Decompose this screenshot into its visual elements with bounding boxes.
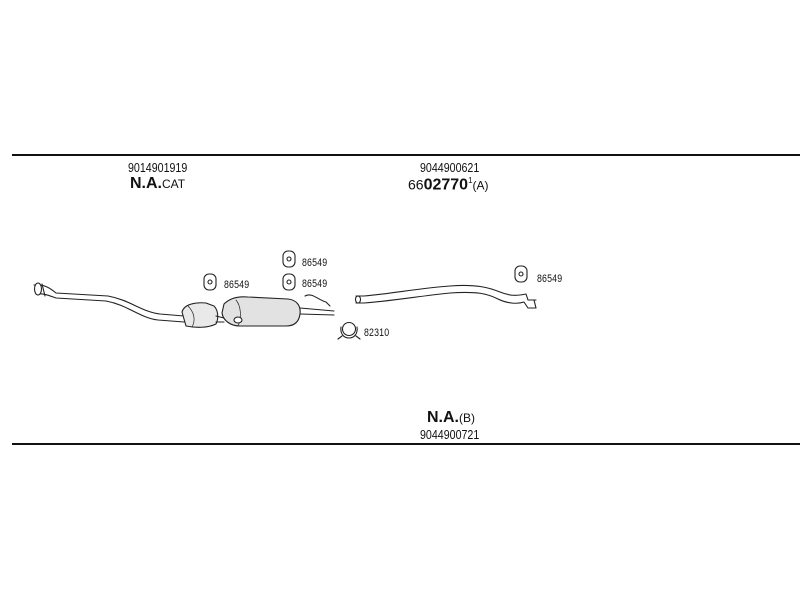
front-pipe: [33, 282, 185, 323]
reference-bottom: N.A.(B): [427, 410, 475, 426]
reference-front-code: N.A.: [130, 175, 162, 192]
reference-bottom-code: N.A.: [427, 409, 459, 426]
reference-front: N.A.CAT: [130, 176, 185, 192]
clamp-label: 82310: [364, 327, 390, 339]
hanger-label-4: 86549: [537, 273, 563, 285]
reference-rear-suffix: (A): [472, 178, 489, 193]
reference-rear-prefix: 66: [408, 176, 424, 193]
top-divider: [12, 154, 800, 156]
middle-silencer: [221, 294, 335, 327]
rear-pipe: [354, 284, 537, 309]
part-number-rear: 9044900621: [420, 160, 480, 175]
catalytic-converter: [181, 302, 225, 328]
part-number-bottom: 9044900721: [420, 427, 480, 442]
reference-bottom-suffix: (B): [459, 411, 475, 425]
reference-rear-code: 02770: [423, 176, 469, 194]
reference-rear-superscript: 1: [468, 176, 473, 185]
hanger-label-2: 86549: [302, 257, 328, 269]
hanger-label-3: 86549: [302, 278, 328, 290]
bottom-divider: [12, 443, 800, 445]
reference-rear: 66027701(A): [408, 177, 489, 193]
hanger-icon-1: [203, 273, 217, 291]
part-number-front: 9014901919: [128, 160, 188, 175]
hanger-icon-3: [282, 273, 296, 291]
reference-front-suffix: CAT: [162, 177, 186, 191]
hanger-icon-2: [282, 250, 296, 268]
hanger-icon-4: [514, 265, 528, 283]
clamp-icon: [337, 321, 361, 340]
hanger-label-1: 86549: [224, 279, 250, 291]
